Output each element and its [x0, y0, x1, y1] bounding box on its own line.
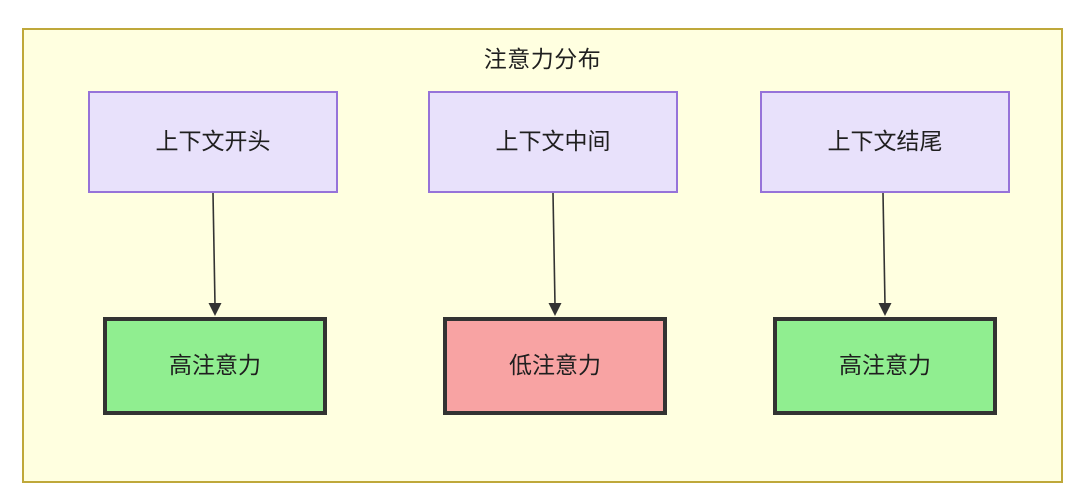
node-att-high-end-label: 高注意力	[839, 352, 931, 379]
node-ctx-start-label: 上下文开头	[155, 128, 271, 155]
node-att-low-middle-label: 低注意力	[509, 352, 601, 379]
subgraph-title: 注意力分布	[483, 46, 602, 72]
node-ctx-start[interactable]: 上下文开头	[88, 91, 338, 193]
node-att-high-start[interactable]: 高注意力	[103, 317, 327, 415]
node-ctx-end[interactable]: 上下文结尾	[760, 91, 1010, 193]
node-att-high-start-label: 高注意力	[169, 352, 261, 379]
node-ctx-end-label: 上下文结尾	[827, 128, 943, 155]
node-ctx-middle-label: 上下文中间	[495, 128, 611, 155]
node-att-high-end[interactable]: 高注意力	[773, 317, 997, 415]
node-att-low-middle[interactable]: 低注意力	[443, 317, 667, 415]
node-ctx-middle[interactable]: 上下文中间	[428, 91, 678, 193]
